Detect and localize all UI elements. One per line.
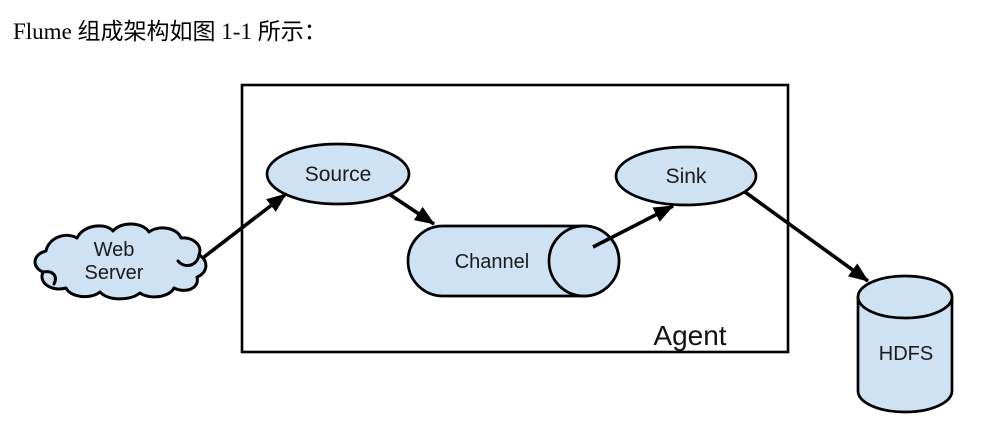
cloud-right-curl — [176, 253, 201, 268]
figure-caption: Flume 组成架构如图 1-1 所示： — [13, 19, 327, 44]
hdfs-label: HDFS — [879, 343, 933, 365]
arrow-source-to-channel — [388, 192, 435, 226]
node-channel — [406, 224, 621, 298]
node-web-server — [33, 222, 208, 301]
sink-label: Sink — [666, 165, 707, 188]
arrow-web-server-to-source — [202, 192, 288, 259]
cloud-shape — [33, 222, 208, 301]
node-shapes-group — [33, 142, 954, 414]
node-hdfs — [856, 274, 954, 414]
channel-label: Channel — [455, 251, 530, 273]
hdfs-body — [856, 295, 954, 414]
agent-container-box — [240, 83, 790, 354]
channel-end-cap — [547, 224, 621, 298]
agent-label: Agent — [653, 320, 726, 351]
node-source — [265, 142, 411, 206]
web-server-label-line1: Web — [94, 239, 135, 261]
hdfs-top — [856, 274, 954, 320]
source-label: Source — [305, 163, 372, 186]
web-server-label-line2: Server — [85, 262, 144, 284]
arrow-channel-to-sink — [592, 204, 674, 249]
cloud-left-curl — [41, 270, 57, 286]
arrow-sink-to-hdfs — [743, 190, 870, 283]
node-sink — [614, 145, 758, 207]
